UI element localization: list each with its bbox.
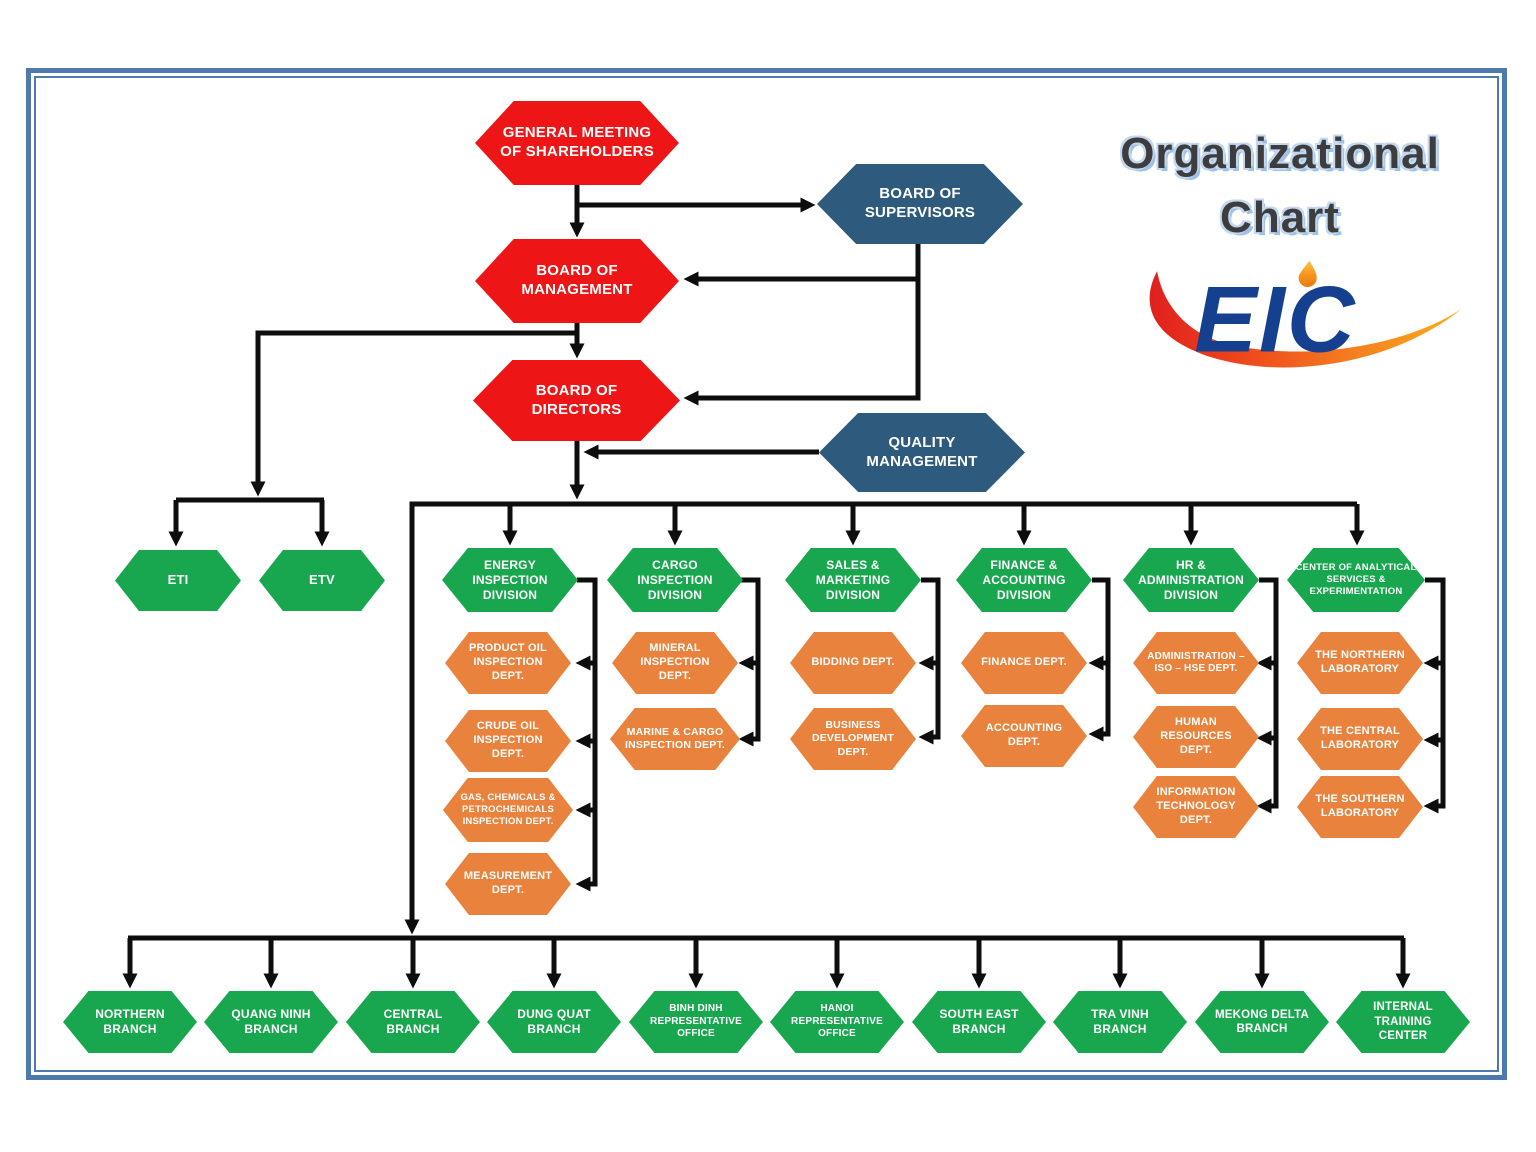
node-center-of-analytical-services: CENTER OF ANALYTICAL SERVICES & EXPERIME…	[1287, 548, 1425, 612]
node-accounting-dept: ACCOUNTING DEPT.	[961, 705, 1087, 767]
node-board-of-supervisors: BOARD OF SUPERVISORS	[817, 164, 1023, 244]
node-finance-accounting-division: FINANCE & ACCOUNTING DIVISION	[956, 548, 1092, 612]
node-northern-laboratory: THE NORTHERN LABORATORY	[1297, 632, 1423, 694]
page-title-line1: Organizational	[1120, 129, 1440, 178]
node-eti: ETI	[115, 550, 241, 611]
node-energy-inspection-division: ENERGY INSPECTION DIVISION	[442, 548, 578, 612]
node-board-of-management: BOARD OF MANAGEMENT	[475, 239, 679, 323]
node-product-oil-inspection-dept: PRODUCT OIL INSPECTION DEPT.	[445, 632, 571, 694]
node-marine-cargo-inspection-dept: MARINE & CARGO INSPECTION DEPT.	[610, 708, 740, 770]
node-measurement-dept: MEASUREMENT DEPT.	[445, 853, 571, 915]
node-information-technology-dept: INFORMATION TECHNOLOGY DEPT.	[1133, 776, 1259, 838]
node-tra-vinh-branch: TRA VINH BRANCH	[1053, 991, 1187, 1053]
node-mekong-delta-branch: MEKONG DELTA BRANCH	[1195, 991, 1329, 1053]
node-gas-chemicals-petrochemicals-dept: GAS, CHEMICALS & PETROCHEMICALS INSPECTI…	[443, 778, 573, 842]
node-general-meeting-of-shareholders: GENERAL MEETING OF SHAREHOLDERS	[475, 101, 679, 185]
logo-text: EIC	[1194, 266, 1356, 371]
node-crude-oil-inspection-dept: CRUDE OIL INSPECTION DEPT.	[445, 710, 571, 772]
node-central-branch: CENTRAL BRANCH	[346, 991, 480, 1053]
node-mineral-inspection-dept: MINERAL INSPECTION DEPT.	[612, 632, 738, 694]
node-southern-laboratory: THE SOUTHERN LABORATORY	[1297, 776, 1423, 838]
page-title: Organizational Chart	[1095, 122, 1465, 250]
node-hanoi-representative-office: HANOI REPRESENTATIVE OFFICE	[770, 991, 904, 1053]
node-northern-branch: NORTHERN BRANCH	[63, 991, 197, 1053]
node-hr-administration-division: HR & ADMINISTRATION DIVISION	[1123, 548, 1259, 612]
node-bidding-dept: BIDDING DEPT.	[790, 632, 916, 694]
page-border-inner	[34, 76, 1499, 1072]
node-business-development-dept: BUSINESS DEVELOPMENT DEPT.	[790, 708, 916, 770]
node-board-of-directors: BOARD OF DIRECTORS	[473, 360, 680, 441]
node-cargo-inspection-division: CARGO INSPECTION DIVISION	[607, 548, 743, 612]
node-etv: ETV	[259, 550, 385, 611]
eic-logo: EIC	[1149, 254, 1463, 371]
page-title-line2: Chart	[1220, 192, 1340, 242]
node-human-resources-dept: HUMAN RESOURCES DEPT.	[1133, 706, 1259, 768]
node-administration-iso-hse-dept: ADMINISTRATION – ISO – HSE DEPT.	[1133, 632, 1259, 694]
node-quality-management: QUALITY MANAGEMENT	[819, 413, 1025, 492]
logo-swoosh	[1149, 271, 1463, 368]
node-central-laboratory: THE CENTRAL LABORATORY	[1297, 708, 1423, 770]
node-south-east-branch: SOUTH EAST BRANCH	[912, 991, 1046, 1053]
node-finance-dept: FINANCE DEPT.	[961, 632, 1087, 694]
node-quang-ninh-branch: QUANG NINH BRANCH	[204, 991, 338, 1053]
node-binh-dinh-representative-office: BINH DINH REPRESENTATIVE OFFICE	[629, 991, 763, 1053]
node-dung-quat-branch: DUNG QUAT BRANCH	[487, 991, 621, 1053]
node-sales-marketing-division: SALES & MARKETING DIVISION	[785, 548, 921, 612]
logo-flame-icon	[1295, 254, 1321, 291]
page-border-outer	[26, 68, 1507, 1080]
node-internal-training-center: INTERNAL TRAINING CENTER	[1336, 991, 1470, 1053]
